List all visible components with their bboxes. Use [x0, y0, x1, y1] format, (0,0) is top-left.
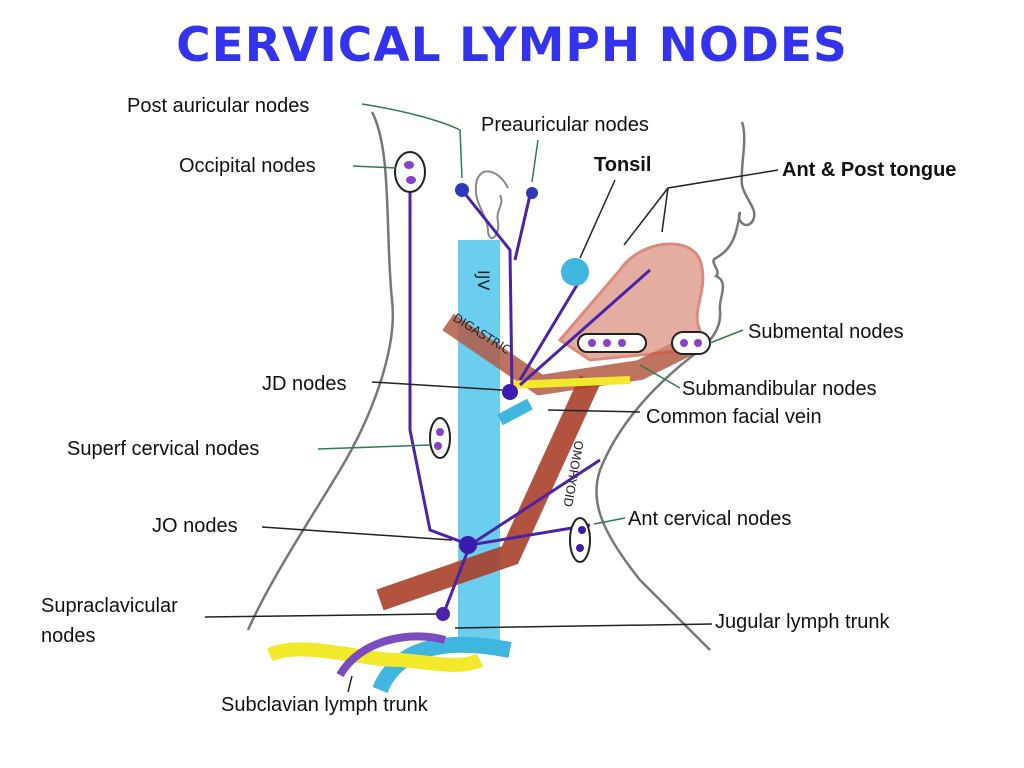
preauricular-node — [526, 187, 538, 199]
label-preauricular-nodes: Preauricular nodes — [481, 114, 649, 136]
diagram-shape — [347, 675, 353, 693]
omohyoid-muscle — [376, 375, 601, 611]
occipital-node-group — [394, 151, 426, 193]
diagram-shape — [547, 409, 641, 413]
diagram-shape — [593, 517, 626, 525]
supraclavicular-node — [436, 607, 450, 621]
diagram-shape — [694, 339, 702, 347]
diagram-shape — [519, 268, 651, 387]
label-occipital-nodes: Occipital nodes — [179, 155, 316, 177]
occipital-node — [406, 176, 416, 184]
submental-node-group-2 — [671, 331, 711, 355]
diagram-shape — [361, 103, 463, 179]
diagram-shape — [408, 190, 471, 547]
label-supraclavicular-line2: nodes — [41, 625, 96, 647]
chin-neck-outline — [595, 349, 711, 651]
diagram-shape — [576, 544, 584, 552]
digastric-muscle — [442, 313, 705, 396]
diagram-shape — [204, 613, 437, 618]
tongue-region — [557, 242, 705, 362]
occipital-node — [404, 161, 414, 169]
page-title: CERVICAL LYMPH NODES — [176, 18, 848, 73]
tonsil-drawing — [561, 258, 589, 286]
diagram-shape — [579, 179, 616, 259]
label-subclavian-lymph-trunk: Subclavian lymph trunk — [221, 694, 428, 716]
diagram-shape — [454, 623, 713, 629]
diagram-shape — [460, 189, 514, 391]
diagram-shape — [443, 544, 472, 611]
hyoid-nerve-yellow — [509, 376, 631, 389]
diagram-shape — [261, 526, 453, 541]
label-supraclavicular-line1: Supraclavicular — [41, 595, 178, 617]
label-jo-nodes: JO nodes — [152, 515, 238, 537]
neck-back-outline — [246, 111, 395, 631]
lymph-vessels — [408, 189, 651, 611]
clavicle-nerve-yellow — [266, 642, 484, 672]
diagram-shape — [680, 339, 688, 347]
diagram-shape — [588, 339, 596, 347]
leader-lines — [204, 103, 779, 693]
jd-node — [502, 384, 518, 400]
label-jugular-lymph-trunk: Jugular lymph trunk — [715, 611, 890, 633]
diagram-shape — [578, 526, 586, 534]
label-post-auricular-nodes: Post auricular nodes — [127, 95, 310, 117]
label-superf-cervical-nodes: Superf cervical nodes — [67, 438, 260, 460]
diagram-shape — [317, 444, 431, 450]
diagram-shape — [518, 279, 582, 381]
face-profile-outline — [694, 121, 756, 354]
label-tonsil: Tonsil — [594, 154, 652, 176]
label-submandibular-nodes: Submandibular nodes — [682, 378, 877, 400]
diagram-shape — [434, 442, 442, 450]
post-auricular-node — [455, 183, 469, 197]
diagram-shape — [352, 165, 397, 169]
diagram-shape — [623, 169, 779, 246]
diagram-shape — [469, 523, 591, 547]
diagram-shape — [469, 458, 601, 547]
ant-cervical-node-group — [569, 517, 591, 563]
ijv-vessel — [458, 240, 500, 650]
diagram-shape — [371, 381, 503, 391]
diagram-shape — [639, 364, 681, 389]
label-jd-nodes: JD nodes — [262, 373, 347, 395]
diagram-shape — [618, 339, 626, 347]
label-ant-cervical-nodes: Ant cervical nodes — [628, 508, 792, 530]
diagram-shape — [513, 194, 532, 261]
facial-vein-branch — [497, 398, 533, 426]
diagram-shape — [603, 339, 611, 347]
label-submental-nodes: Submental nodes — [748, 321, 904, 343]
diagram-shape — [531, 139, 539, 183]
superf-cervical-node-group — [429, 417, 451, 459]
submental-node-group-1 — [577, 333, 647, 353]
diagram-shape — [709, 329, 744, 344]
subclavian-vein — [372, 636, 512, 694]
subclavian-lymph-trunk-vessel — [336, 632, 447, 678]
label-ant-post-tongue: Ant & Post tongue — [782, 159, 957, 181]
diagram-shape — [436, 428, 444, 436]
label-common-facial-vein: Common facial vein — [646, 406, 822, 428]
ijv-text: IJV — [474, 270, 493, 290]
ear-drawing — [474, 170, 509, 239]
jo-node — [459, 536, 477, 554]
